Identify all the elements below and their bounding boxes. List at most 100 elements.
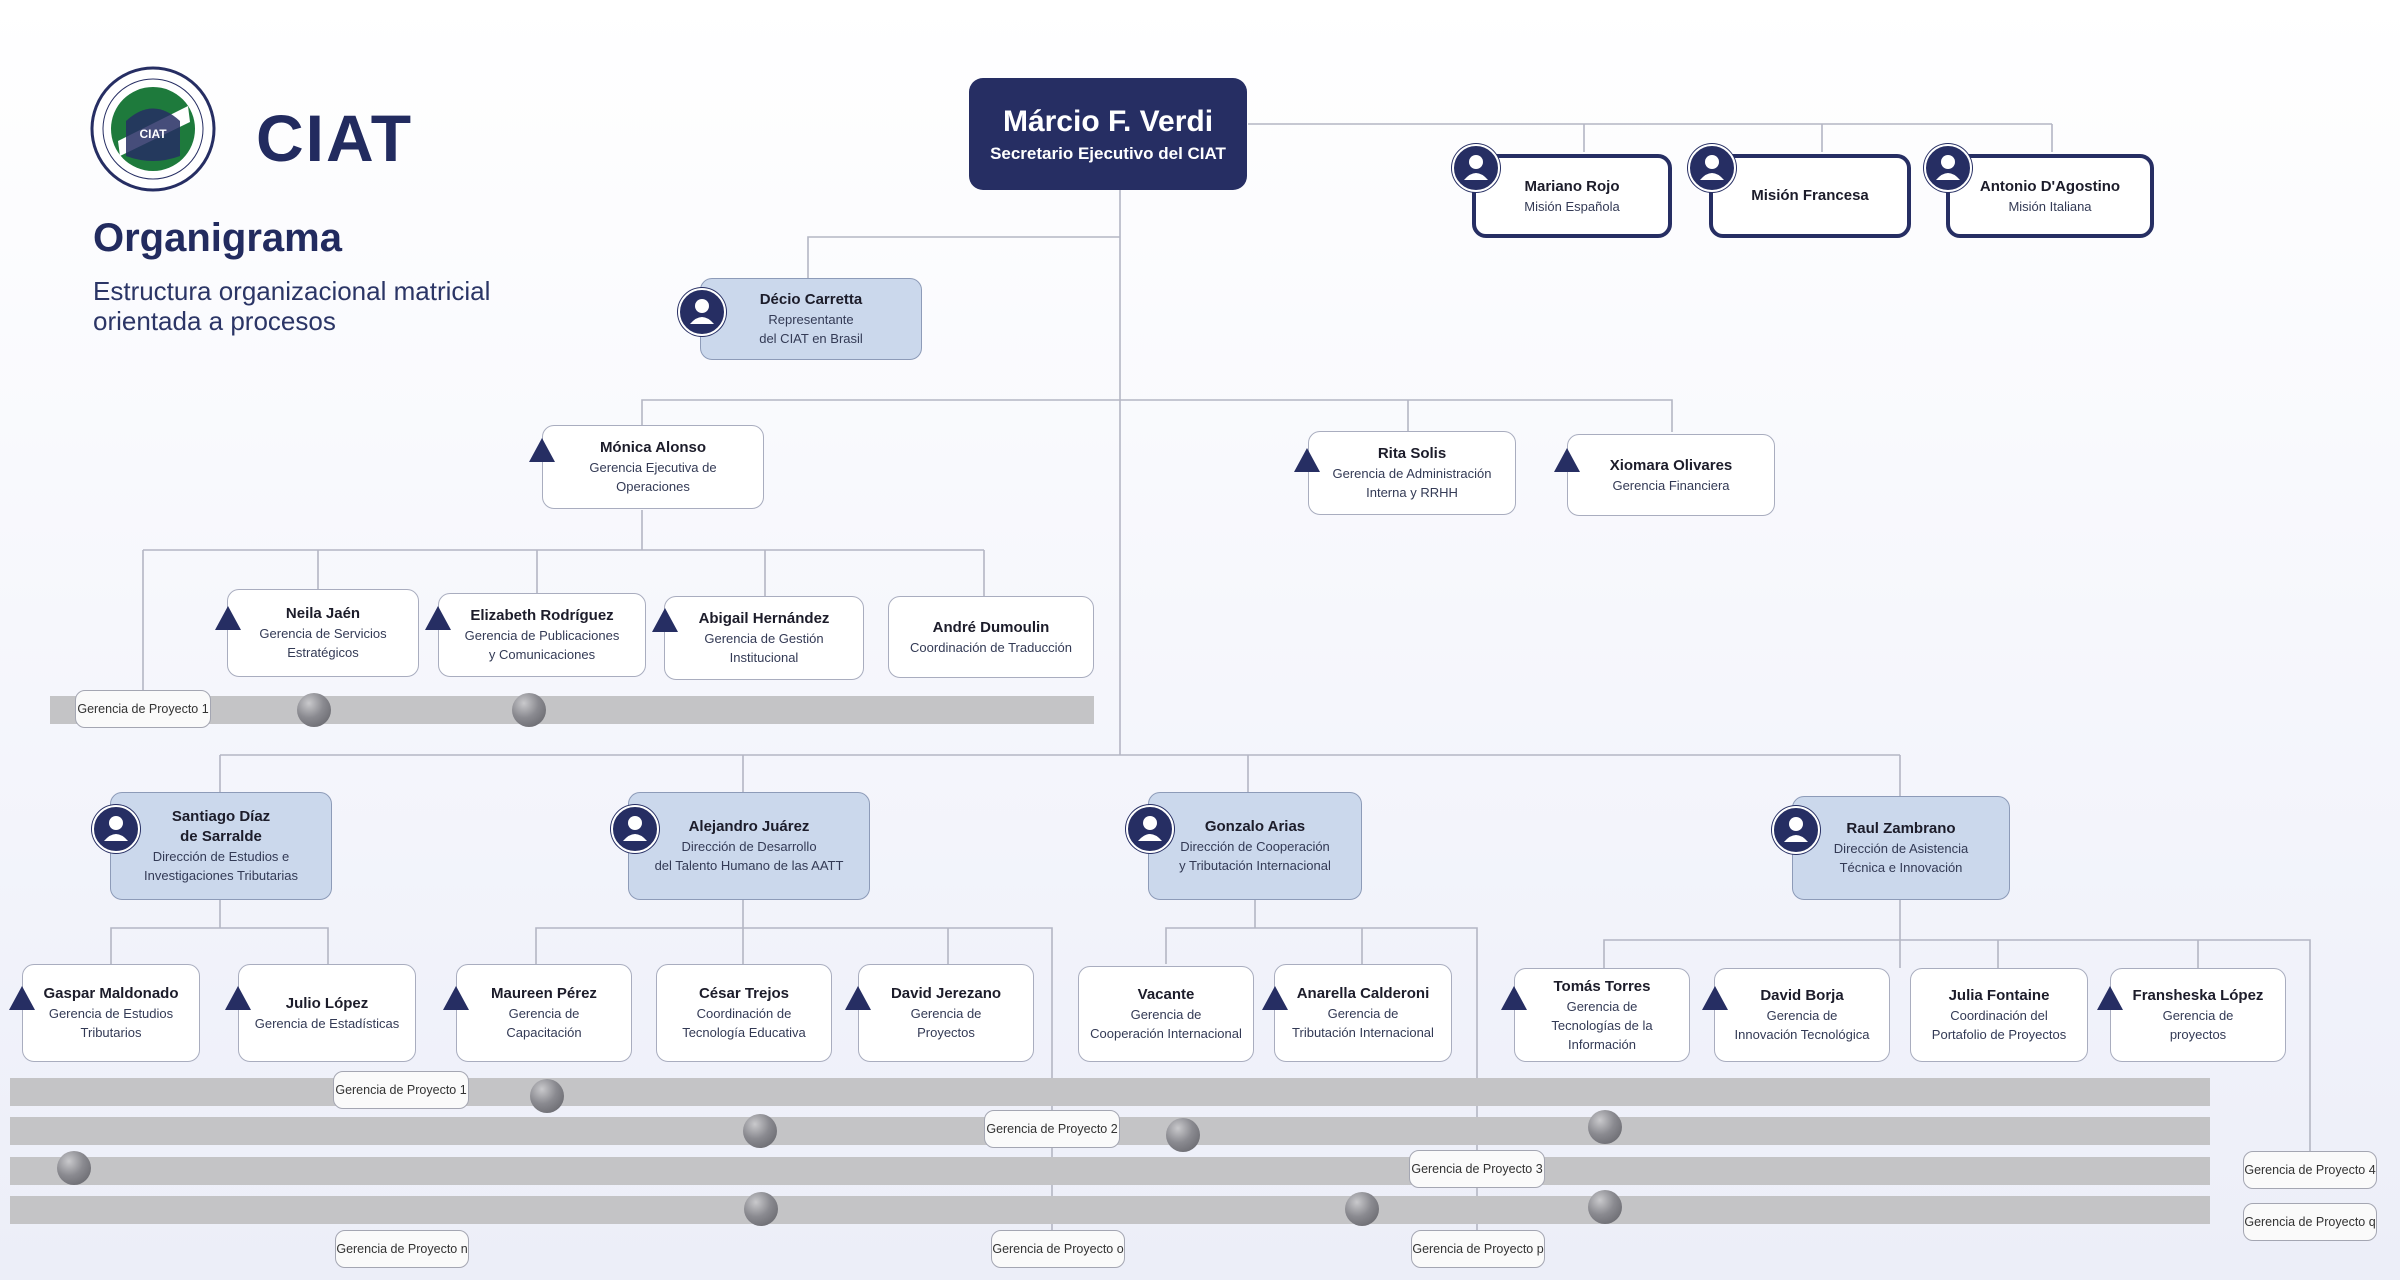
project-label[interactable]: Gerencia de Proyecto 1 [333,1071,469,1109]
unit-box-abigail[interactable]: Abigail Hernández Gerencia de Gestión In… [664,596,864,680]
director-box-gonzalo[interactable]: Gonzalo Arias Dirección de Cooperación y… [1148,792,1362,900]
representative-box[interactable]: Décio Carretta Representante del CIAT en… [700,278,922,360]
project-bar [10,1196,2210,1224]
person-name: Neila Jaén [285,605,361,622]
user-icon [611,805,659,853]
person-name: Décio Carretta [759,291,863,308]
manager-box[interactable]: David Jerezano Gerencia de Proyectos [858,964,1034,1062]
person-name: Xiomara Olivares [1609,456,1733,474]
unit-box-andre[interactable]: André Dumoulin Coordinación de Traducció… [888,596,1094,678]
triangle-icon [425,606,451,630]
person-role: Gerencia de Estadísticas [254,1015,400,1031]
svg-text:CIAT: CIAT [139,127,167,141]
operations-box[interactable]: Mónica Alonso Gerencia Ejecutiva de Oper… [542,425,764,509]
person-role: Dirección de Estudios e [152,849,290,864]
person-name: Maureen Pérez [491,985,597,1002]
person-name: David Jerezano [890,985,1002,1002]
triangle-icon [529,438,555,462]
person-name: André Dumoulin [932,618,1050,636]
project-node[interactable] [512,693,546,727]
person-name: Julio López [285,994,369,1012]
person-role: Técnica e Innovación [1839,860,1963,875]
mission-box-italy[interactable]: Antonio D'Agostino Misión Italiana [1946,154,2154,238]
person-name: de Sarralde [180,828,262,845]
person-role: Gerencia de [1766,1008,1838,1023]
mission-role: Misión Española [1524,198,1620,214]
manager-box[interactable]: Maureen Pérez Gerencia de Capacitación [456,964,632,1062]
mission-role: Misión Italiana [2008,198,2092,214]
manager-box[interactable]: César Trejos Coordinación de Tecnología … [656,964,832,1062]
project-node[interactable] [530,1079,564,1113]
manager-box[interactable]: Julio López Gerencia de Estadísticas [238,964,416,1062]
director-box-santiago[interactable]: Santiago Díaz de Sarralde Dirección de E… [110,792,332,900]
project-node[interactable] [1166,1118,1200,1152]
triangle-icon [1501,986,1527,1010]
person-role: Representante [768,312,854,327]
triangle-icon [845,986,871,1010]
person-role: del CIAT en Brasil [759,331,863,346]
person-name: Alejandro Juárez [688,818,810,835]
project-label[interactable]: Gerencia de Proyecto o [991,1230,1125,1268]
manager-box[interactable]: Anarella Calderoni Gerencia de Tributaci… [1274,964,1452,1062]
project-node[interactable] [743,1114,777,1148]
person-role: Proyectos [917,1025,975,1040]
project-node[interactable] [297,693,331,727]
director-box-alejandro[interactable]: Alejandro Juárez Dirección de Desarrollo… [628,792,870,900]
director-box-raul[interactable]: Raul Zambrano Dirección de Asistencia Té… [1792,796,2010,900]
person-name: Vacante [1137,986,1195,1003]
person-role: y Tributación Internacional [1179,858,1331,873]
project-node[interactable] [57,1151,91,1185]
project-label[interactable]: Gerencia de Proyecto n [335,1230,469,1268]
mission-name: Misión Francesa [1751,187,1869,204]
person-role: Investigaciones Tributarias [144,868,298,883]
user-icon [92,805,140,853]
triangle-icon [1262,986,1288,1010]
person-name: Raul Zambrano [1846,820,1956,837]
manager-box[interactable]: Gaspar Maldonado Gerencia de Estudios Tr… [22,964,200,1062]
person-role: Gerencia Financiera [1612,477,1730,493]
project-label[interactable]: Gerencia de Proyecto p [1411,1230,1545,1268]
person-name: Mónica Alonso [599,439,707,456]
page-title: Organigrama [93,216,342,260]
executive-role: Secretario Ejecutivo del CIAT [990,144,1226,163]
manager-box[interactable]: Vacante Gerencia de Cooperación Internac… [1078,966,1254,1062]
triangle-icon [443,986,469,1010]
mission-box-france[interactable]: Misión Francesa [1709,154,1911,238]
project-node[interactable] [1345,1192,1379,1226]
project-node[interactable] [1588,1190,1622,1224]
user-icon [1688,144,1736,192]
person-role: Tributación Internacional [1292,1025,1434,1040]
project-node[interactable] [744,1192,778,1226]
person-role: Gerencia de [508,1006,580,1021]
manager-box[interactable]: Julia Fontaine Coordinación del Portafol… [1910,968,2088,1062]
project-bar [50,696,1094,724]
person-role: Interna y RRHH [1366,485,1458,500]
page-subtitle: Estructura organizacional matricial orie… [93,276,491,336]
person-name: Tomás Torres [1553,977,1651,995]
executive-box[interactable]: Márcio F. Verdi Secretario Ejecutivo del… [969,78,1247,190]
person-role: Portafolio de Proyectos [1931,1027,2067,1042]
project-node[interactable] [1588,1110,1622,1144]
person-role: Tecnología Educativa [682,1025,806,1040]
person-role: Gerencia de [1130,1007,1202,1022]
ciat-logo: CIAT [90,66,216,192]
project-label[interactable]: Gerencia de Proyecto q [2243,1203,2377,1241]
person-name: César Trejos [698,985,790,1002]
triangle-icon [1702,986,1728,1010]
manager-box[interactable]: Tomás Torres Gerencia de Tecnologías de … [1514,968,1690,1062]
user-icon [1126,805,1174,853]
mission-box-spain[interactable]: Mariano Rojo Misión Española [1472,154,1672,238]
person-name: Abigail Hernández [698,610,830,627]
unit-box-elizabeth[interactable]: Elizabeth Rodríguez Gerencia de Publicac… [438,593,646,677]
admin-box-xiomara[interactable]: Xiomara Olivares Gerencia Financiera [1567,434,1775,516]
person-role: Gerencia de [910,1006,982,1021]
user-icon [1772,806,1820,854]
unit-box-neila[interactable]: Neila Jaén Gerencia de Servicios Estraté… [227,589,419,677]
project-label[interactable]: Gerencia de Proyecto 1 [75,690,211,728]
admin-box-rita[interactable]: Rita Solis Gerencia de Administración In… [1308,431,1516,515]
project-label[interactable]: Gerencia de Proyecto 4 [2243,1151,2377,1189]
project-label[interactable]: Gerencia de Proyecto 2 [984,1110,1120,1148]
manager-box[interactable]: Fransheska López Gerencia de proyectos [2110,968,2286,1062]
project-label[interactable]: Gerencia de Proyecto 3 [1409,1150,1545,1188]
manager-box[interactable]: David Borja Gerencia de Innovación Tecno… [1714,968,1890,1062]
